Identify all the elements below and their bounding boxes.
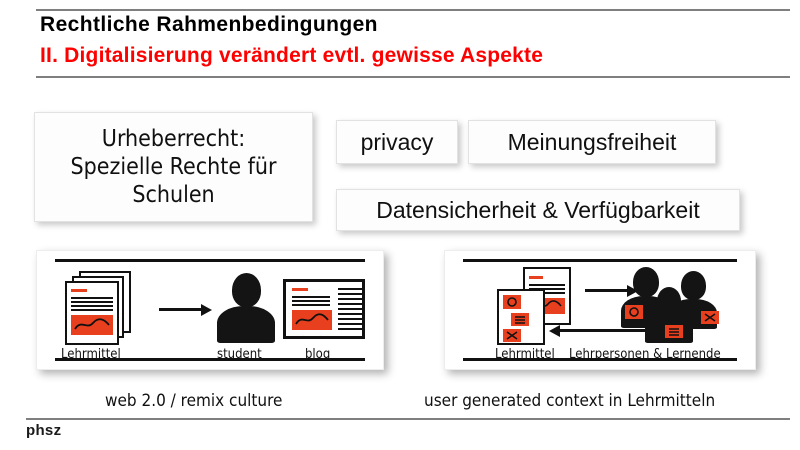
panel-rule-bottom (463, 358, 737, 361)
concept-box-urheberrecht[interactable]: Urheberrecht: Spezielle Rechte für Schul… (34, 112, 313, 222)
footer-rule (26, 418, 790, 420)
page-title: Rechtliche Rahmenbedingungen (40, 13, 378, 36)
concept-box-label: Urheberrecht: Spezielle Rechte für Schul… (70, 125, 277, 209)
phsz-logo: phsz (26, 422, 62, 439)
arrow-people-to-lehrmittel (557, 329, 651, 332)
node-label-student: student (217, 347, 262, 362)
people-group-icon (621, 265, 725, 343)
caption-right: user generated context in Lehrmitteln (424, 391, 716, 411)
document-stack-icon (65, 271, 151, 345)
arrow-lehrmittel-to-student (159, 308, 203, 311)
node-label-lehrmittel: Lehrmittel (61, 347, 121, 362)
header-rule-bottom (36, 76, 790, 78)
person-icon (215, 273, 277, 343)
document-pair-icon (497, 267, 583, 345)
concept-box-privacy[interactable]: privacy (336, 120, 458, 164)
diagram-panel-right[interactable]: Lehrmittel Lehrpersonen & Lernende (444, 250, 756, 370)
caption-left: web 2.0 / remix culture (105, 391, 283, 411)
node-label-blog: blog (305, 347, 331, 362)
diagram-panel-left[interactable]: Lehrmittel student (36, 250, 384, 370)
panel-rule-bottom (55, 358, 365, 361)
concept-box-label: privacy (360, 128, 434, 155)
node-label-lehrmittel: Lehrmittel (495, 347, 555, 362)
arrow-head-icon (201, 303, 212, 316)
concept-box-meinungsfreiheit[interactable]: Meinungsfreiheit (468, 120, 716, 164)
concept-box-datensicherheit[interactable]: Datensicherheit & Verfügbarkeit (336, 189, 740, 231)
arrow-head-icon (627, 284, 638, 297)
concept-box-label: Meinungsfreiheit (507, 128, 677, 155)
arrow-head-icon (549, 324, 560, 337)
header-rule-top (36, 9, 790, 11)
node-label-lehrpersonen: Lehrpersonen & Lernende (569, 347, 721, 362)
blog-window-icon (283, 279, 365, 339)
panel-rule-top (463, 259, 737, 262)
panel-rule-top (55, 259, 365, 262)
concept-box-label: Datensicherheit & Verfügbarkeit (376, 196, 700, 223)
arrow-lehrmittel-to-people (585, 289, 629, 292)
page-subtitle: II. Digitalisierung verändert evtl. gewi… (40, 44, 544, 67)
